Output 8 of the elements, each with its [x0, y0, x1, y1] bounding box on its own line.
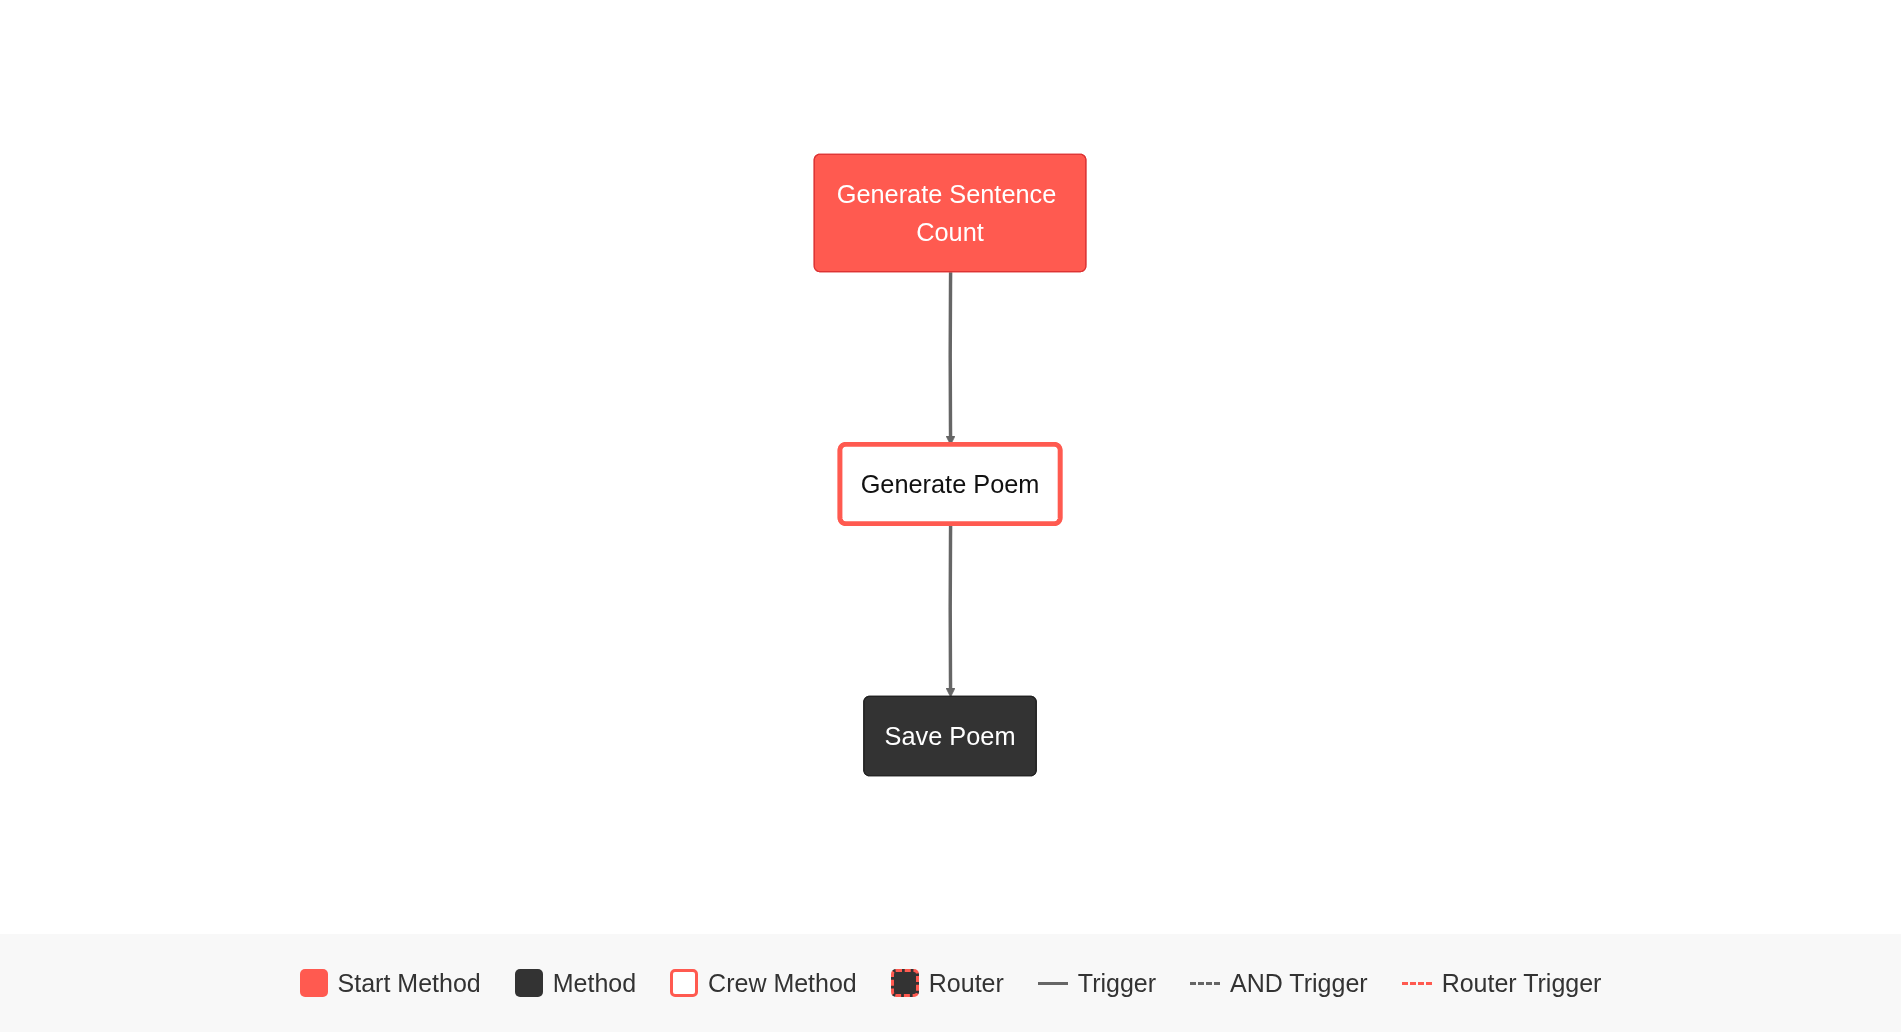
legend-label: Method	[552, 968, 637, 998]
legend-label: AND Trigger	[1230, 968, 1368, 998]
legend-label: Router Trigger	[1441, 968, 1602, 998]
arrow	[945, 524, 957, 698]
legend-label: Trigger	[1077, 968, 1157, 998]
legend-label: Crew Method	[708, 968, 857, 998]
legend-label: Router	[928, 968, 1004, 998]
legend-label: Start Method	[337, 968, 481, 998]
